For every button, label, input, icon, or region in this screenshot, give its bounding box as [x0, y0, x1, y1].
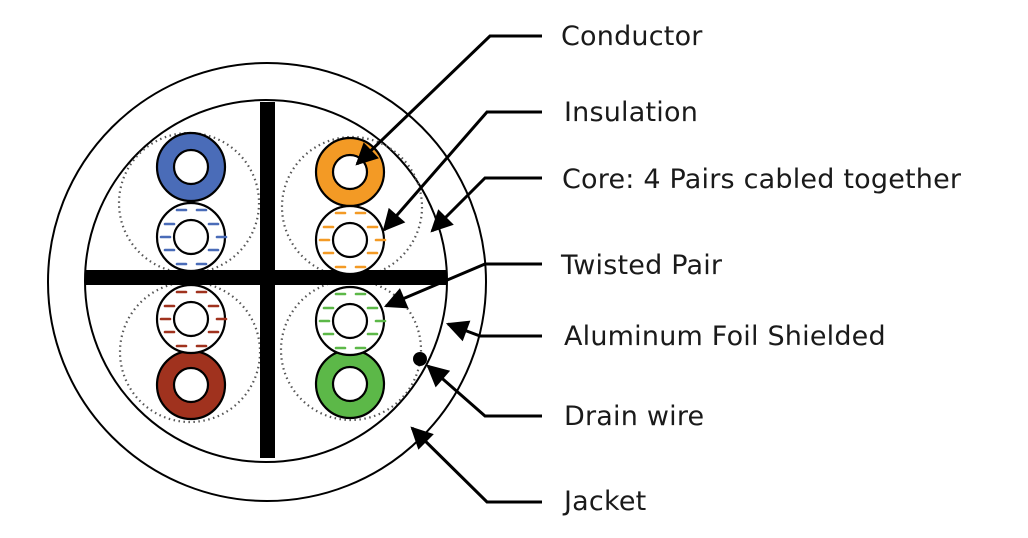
- leader-drain-wire: [426, 364, 542, 418]
- label-twisted-pair: Twisted Pair: [561, 250, 723, 281]
- pair-boundary-green: [279, 278, 423, 422]
- leader-foil: [445, 320, 542, 342]
- conductor-green: [331, 365, 369, 403]
- conductor-blue: [172, 148, 210, 186]
- drain-wire-dot: [413, 352, 427, 366]
- label-drain-wire: Drain wire: [564, 401, 705, 432]
- conductors: [155, 131, 387, 421]
- label-conductor: Conductor: [561, 21, 703, 52]
- leader-jacket: [410, 426, 542, 504]
- label-insulation: Insulation: [564, 97, 699, 128]
- conductor-brown: [172, 366, 210, 404]
- cross-separator-horizontal: [86, 270, 446, 285]
- label-jacket: Jacket: [564, 486, 647, 517]
- leader-insulation: [382, 110, 542, 232]
- pair-boundary-blue: [117, 131, 261, 275]
- conductor-white-blue: [172, 218, 210, 256]
- conductor-white-green: [331, 302, 369, 340]
- pair-boundary-orange: [280, 135, 424, 279]
- label-foil: Aluminum Foil Shielded: [564, 321, 886, 352]
- leader-twisted-pair: [383, 262, 542, 309]
- conductor-white-brown: [172, 300, 210, 338]
- label-core: Core: 4 Pairs cabled together: [562, 164, 962, 195]
- leader-lines: [355, 34, 542, 504]
- conductor-white-orange: [331, 221, 369, 259]
- leader-core: [430, 176, 542, 233]
- leader-conductor: [355, 34, 542, 166]
